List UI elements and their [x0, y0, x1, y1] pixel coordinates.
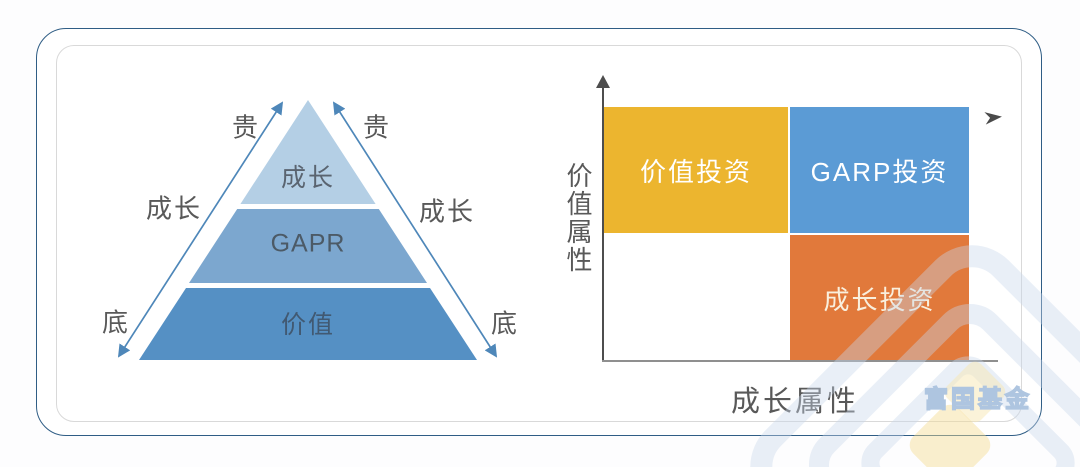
scale-label-growth-left: 成长	[145, 193, 203, 224]
pyramid: 成长 GAPR 价值	[139, 100, 477, 360]
x-axis-label: 成长属性	[730, 386, 859, 418]
quadrant-cell-garp-investing-label: GARP投资	[810, 156, 949, 187]
y-axis-line	[602, 86, 604, 362]
pyramid-arrows	[117, 101, 498, 358]
y-axis-label: 价值属性	[563, 162, 593, 274]
quadrant-cell-growth-investing: 成长投资	[790, 235, 969, 361]
scale-label-expensive-left: 贵	[231, 112, 261, 143]
quadrant-cell-value-investing: 价值投资	[604, 107, 788, 233]
quadrant-cell-growth-investing-label: 成长投资	[823, 284, 936, 315]
card-inner-border	[56, 45, 1022, 422]
pyramid-tier-middle-label: GAPR	[270, 229, 346, 258]
scale-label-bottom-left: 底	[101, 307, 131, 338]
pyramid-right-double-arrow	[332, 101, 498, 358]
quadrant-cell-empty	[604, 235, 788, 361]
x-axis-line	[602, 360, 998, 362]
pyramid-tier-top-label: 成长	[280, 164, 336, 192]
scale-label-bottom-right: 底	[490, 308, 520, 339]
scale-label-expensive-right: 贵	[362, 112, 392, 143]
y-axis-arrow-up-icon	[596, 75, 610, 88]
scale-label-growth-right: 成长	[418, 196, 476, 227]
pyramid-tier-bottom-label: 价值	[280, 311, 336, 339]
quadrant-cell-value-investing-label: 价值投资	[639, 156, 752, 187]
quadrant-cell-garp-investing: GARP投资	[790, 107, 969, 233]
pyramid-left-double-arrow	[117, 101, 284, 358]
